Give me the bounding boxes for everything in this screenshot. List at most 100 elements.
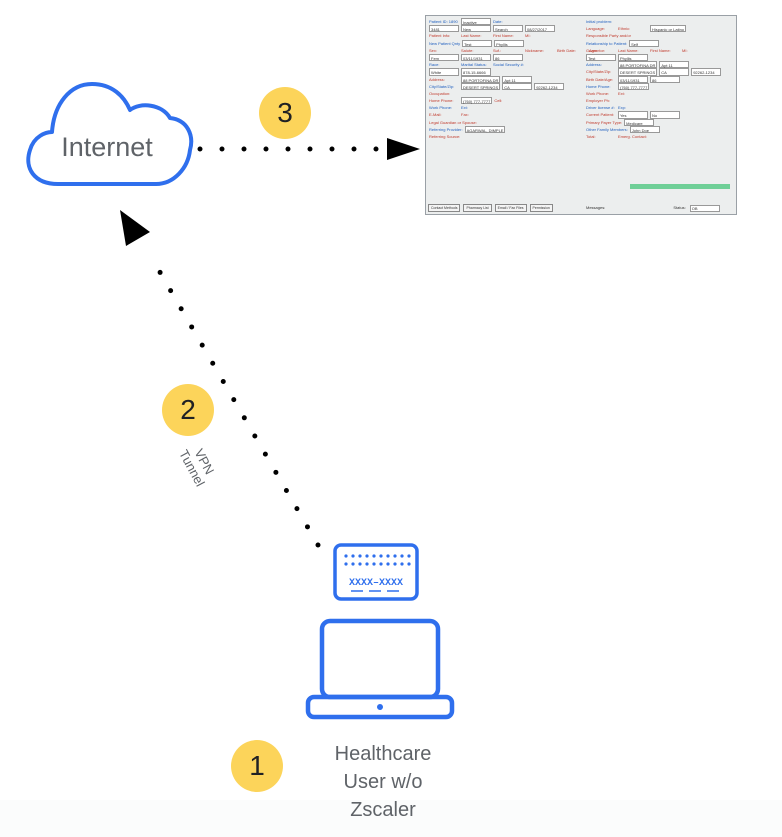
emr-field-label: Address: [586,62,602,68]
step-badge-2: 2 [162,384,214,436]
emr-field-value: CA [502,82,533,90]
emr-footer-button: Pharmacy List [463,204,492,212]
emr-field-value: 03/11/1931 [618,75,648,83]
emr-footer-button: Permission [529,204,553,212]
emr-field-value: 3481 [429,25,459,33]
emr-field-value: Medicare [624,118,655,126]
emr-field-label: Address: [429,76,445,82]
emr-field-value: (760) 777-7777 [618,82,650,90]
emr-field-label: Home Phone: [429,98,454,104]
emr-field-label: Other Family Members: [586,126,628,132]
arrowhead-right [387,138,420,160]
emr-field-label: Sex: [429,47,438,53]
emr-field-value: Fem [429,53,459,62]
step-badge-1: 1 [231,740,283,792]
emr-field-label: Birth Date: [557,47,576,53]
emr-row: Driver license #:Exp: [586,104,732,111]
laptop-icon [305,618,455,720]
emr-row: Other Family Members:John Doe [586,125,732,133]
vpn-token-icon: XXXX–XXXX [333,543,419,601]
emr-row: Legal Guardian or Spouse: [429,119,577,126]
emr-field-value: Phyllis [494,39,525,47]
emr-field-label: Total: [586,134,596,139]
emr-row: Home Phone:(760) 777-7777 [586,82,732,90]
emr-row: Occupation: [429,90,577,97]
emr-field-label: Responsible Party and/or [586,33,631,39]
emr-field-value: DESERT SPRINGS [618,68,658,76]
emr-field-label: Patient Info: [429,33,451,39]
emr-row: Work Phone:Ext: [586,90,732,97]
emr-field-label: Birth Date/Age: [586,76,614,82]
emr-field-value: 88 PORTOFINA DR [618,61,658,69]
emr-field-label: Legal Guardian or Spouse: [429,119,477,125]
emr-field-value: No [650,111,680,119]
arrowhead-up [120,210,150,246]
emr-field-value: AGARWAL, DIMPLE [464,125,506,133]
emr-row: Sex:Salute:Suf.:Nickname:Birth Date:Age: [429,47,597,54]
emr-field-label: Relationship to Patient: [586,40,628,46]
emr-field-value: John Doe [629,125,660,133]
emr-field-label: Employer Ph: [586,98,611,104]
emr-row: Initial problem: [586,18,732,25]
emr-row: Work Phone: Ext: [429,104,577,111]
emr-row: Language:Ethnic:Hispanic or Latino [586,25,732,33]
emr-row: E-Mail: Fax: [429,111,577,118]
emr-field-label: Primary Payer Type: [586,119,623,125]
emr-field-value: Phyllis [618,53,648,62]
emr-field-label: Age: [589,47,598,53]
emr-row: Patient Info:Last Name:First Name:MI: [429,32,577,39]
emr-field-label: First Name: [650,47,671,53]
emr-footer-button: Email / Fax Files [494,204,527,212]
emr-field-label: Last Name: [461,33,482,39]
emr-footer-button: Contact Methods [428,204,461,212]
emr-field-label: Last Name: [618,47,639,53]
emr-field-label: Suf.: [493,47,502,53]
emr-field-value: Yes [618,111,648,119]
emr-field-value: 86 [650,75,680,83]
step-badge-3: 3 [259,87,311,139]
emr-row: Race:Marital Status:Social Security #: [429,61,577,68]
emr-field-label: Patient ID: 1890 [429,19,458,24]
emr-field-value: Apt 11 [659,61,690,69]
emr-field-label: Referring Provider: [429,126,463,132]
emr-field-label: Work Phone: [429,105,453,111]
emr-field-value: 88 PORTOFINA DR [461,75,501,83]
emr-field-value: Self [629,39,660,47]
emr-field-label: Ethnic: [618,26,631,32]
emr-field-label: E-Mail: [429,112,442,118]
emr-field-value: Search [493,25,523,33]
emr-field-label: Guarantor: [586,47,606,53]
emr-field-label: MI: [682,47,688,53]
emr-field-label: Ext: [461,105,468,111]
emr-status-label: Status: [673,205,686,210]
emr-field-label: Marital Status: [461,62,487,68]
emr-family-highlight [630,184,730,189]
emr-right-column: Initial problem:Language:Ethnic:Hispanic… [586,18,732,140]
emr-field-value: DESERT SPRINGS [461,82,501,90]
emr-field-label: Salute: [461,47,474,53]
emr-row: Referring Source: [429,133,577,140]
emr-field-label: MI: [525,33,531,39]
emr-row: Employer Ph: [586,97,732,104]
emr-field-value: 878-15-6666 [461,68,491,76]
emr-row: Relationship to Patient:Self [586,39,732,47]
emr-field-label: Language: [586,26,605,32]
emr-field-label: Date: [493,19,503,24]
emr-field-label: Driver license #: [586,105,615,111]
emr-field-label: City/State/Zip: [429,83,455,89]
emr-field-label: Fax: [461,112,469,118]
emr-field-label: Emerg. Contact: [618,134,647,139]
emr-field-value: 08/27/2017 [525,25,555,33]
emr-row: Referring Provider:AGARWAL, DIMPLE [429,125,577,133]
emr-field-label: Social Security #: [493,62,524,68]
emr-field-value: White [429,68,459,76]
